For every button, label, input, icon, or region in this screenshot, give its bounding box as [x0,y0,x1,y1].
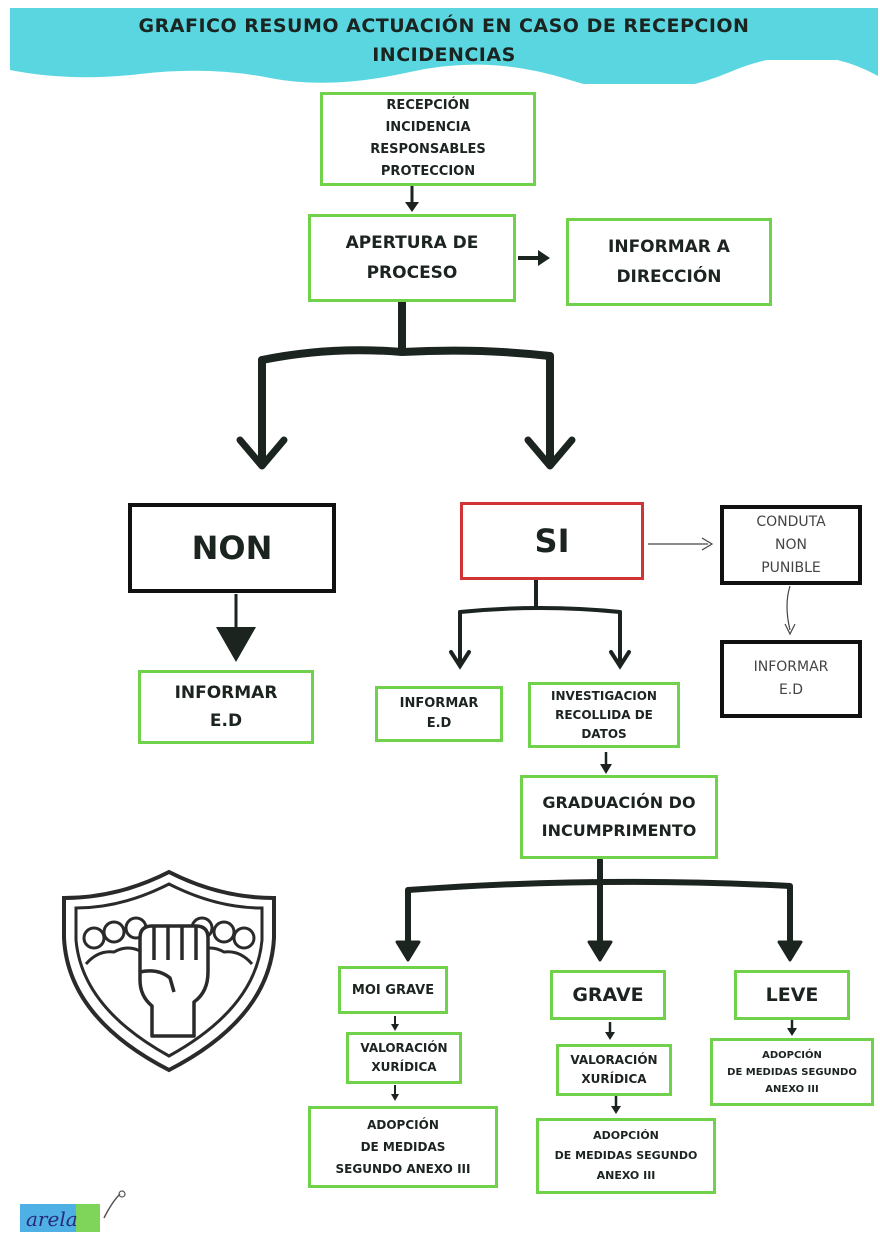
node-text: GRAVE [572,984,644,1006]
node-text: APERTURA DE [345,233,479,253]
node-text: RECOLLIDA DE [555,707,653,722]
node-si: SI [460,502,644,580]
node-text: ADOPCIÓN [593,1129,659,1142]
node-investigacion: INVESTIGACION RECOLLIDA DE DATOS [528,682,680,748]
node-text: XURÍDICA [371,1060,437,1074]
node-text: ADOPCIÓN [367,1118,439,1132]
node-text: INCIDENCIA [385,120,471,135]
logo-text: arela [26,1207,78,1231]
node-adopcion-moi-grave: ADOPCIÓN DE MEDIDAS SEGUNDO ANEXO III [308,1106,498,1188]
node-text: SEGUNDO ANEXO III [335,1162,471,1176]
node-informar-direccion: INFORMAR A DIRECCIÓN [566,218,772,306]
node-text: PUNIBLE [761,559,821,576]
node-text: ANEXO III [596,1169,656,1182]
node-text: INFORMAR [174,683,278,703]
main-split-connector [258,298,554,364]
node-text: DATOS [581,726,627,741]
node-text: DE MEDIDAS [360,1140,446,1154]
node-text: INFORMAR A [608,237,730,257]
node-text: PROTECCION [380,164,476,179]
node-text: DIRECCIÓN [616,267,722,287]
node-recepcion-incidencia: RECEPCIÓN INCIDENCIA RESPONSABLES PROTEC… [320,92,536,186]
si-split-connector [458,578,622,662]
raised-fist-shield-icon [62,869,276,1073]
pencil-icon [103,1193,121,1219]
title-line-1: GRAFICO RESUMO ACTUACIÓN EN CASO DE RECE… [138,15,750,37]
node-text: INVESTIGACION [551,688,657,703]
node-text: VALORACIÓN [360,1041,448,1055]
node-text: CONDUTA [756,513,826,530]
node-conduta-non-punible: CONDUTA NON PUNIBLE [720,505,862,585]
node-text: ANEXO III [765,1083,819,1095]
node-moi-grave: MOI GRAVE [338,966,448,1014]
graduacion-split-connector [405,857,793,955]
node-informar-ed-conduta: INFORMAR E.D [720,640,862,718]
node-text: INCUMPRIMENTO [541,821,697,840]
node-grave: GRAVE [550,970,666,1020]
node-text: LEVE [765,984,819,1006]
node-text: DE MEDIDAS SEGUNDO [727,1066,857,1078]
banner-wave-decoration [10,60,878,88]
node-graduacion-incumprimento: GRADUACIÓN DO INCUMPRIMENTO [520,775,718,859]
node-text: RECEPCIÓN [386,98,470,113]
node-text: RESPONSABLES [370,142,486,157]
node-text: DE MEDIDAS SEGUNDO [554,1149,698,1162]
node-text: MOI GRAVE [351,982,435,998]
page-title: GRAFICO RESUMO ACTUACIÓN EN CASO DE RECE… [30,12,858,70]
node-text: ADOPCIÓN [762,1049,822,1061]
arrow-conduta-informar [786,585,791,631]
arela-logo: arela [20,1190,126,1232]
title-line-2: INCIDENCIAS [372,44,516,66]
node-apertura-proceso: APERTURA DE PROCESO [308,214,516,302]
node-text: NON [775,536,807,553]
node-informar-ed-non: INFORMAR E.D [138,670,314,744]
node-text: GRADUACIÓN DO [542,793,696,812]
node-non: NON [128,503,336,593]
node-text: INFORMAR [399,696,479,711]
node-text: E.D [209,711,243,731]
node-text: PROCESO [366,263,458,283]
node-text: INFORMAR [753,659,829,675]
node-text: E.D [778,682,804,698]
node-text: XURÍDICA [581,1072,647,1086]
node-text: E.D [426,716,452,731]
node-valoracion-grave: VALORACIÓN XURÍDICA [556,1044,672,1096]
node-text: SI [534,522,570,560]
node-text: NON [191,529,273,567]
node-valoracion-moi-grave: VALORACIÓN XURÍDICA [346,1032,462,1084]
node-text: VALORACIÓN [570,1053,658,1067]
node-adopcion-leve: ADOPCIÓN DE MEDIDAS SEGUNDO ANEXO III [710,1038,874,1106]
node-informar-ed-si: INFORMAR E.D [375,686,503,742]
node-adopcion-grave: ADOPCIÓN DE MEDIDAS SEGUNDO ANEXO III [536,1118,716,1194]
node-leve: LEVE [734,970,850,1020]
